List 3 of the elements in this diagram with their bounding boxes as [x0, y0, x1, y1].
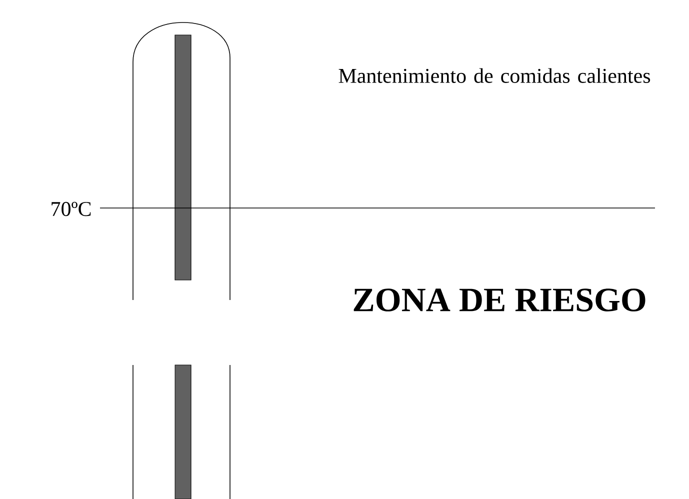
note-text: Mantenimiento de comidas calientes [338, 68, 650, 83]
temperature-label: 70ºC [52, 202, 91, 216]
zone-label: ZONA DE RIESGO [354, 288, 646, 312]
